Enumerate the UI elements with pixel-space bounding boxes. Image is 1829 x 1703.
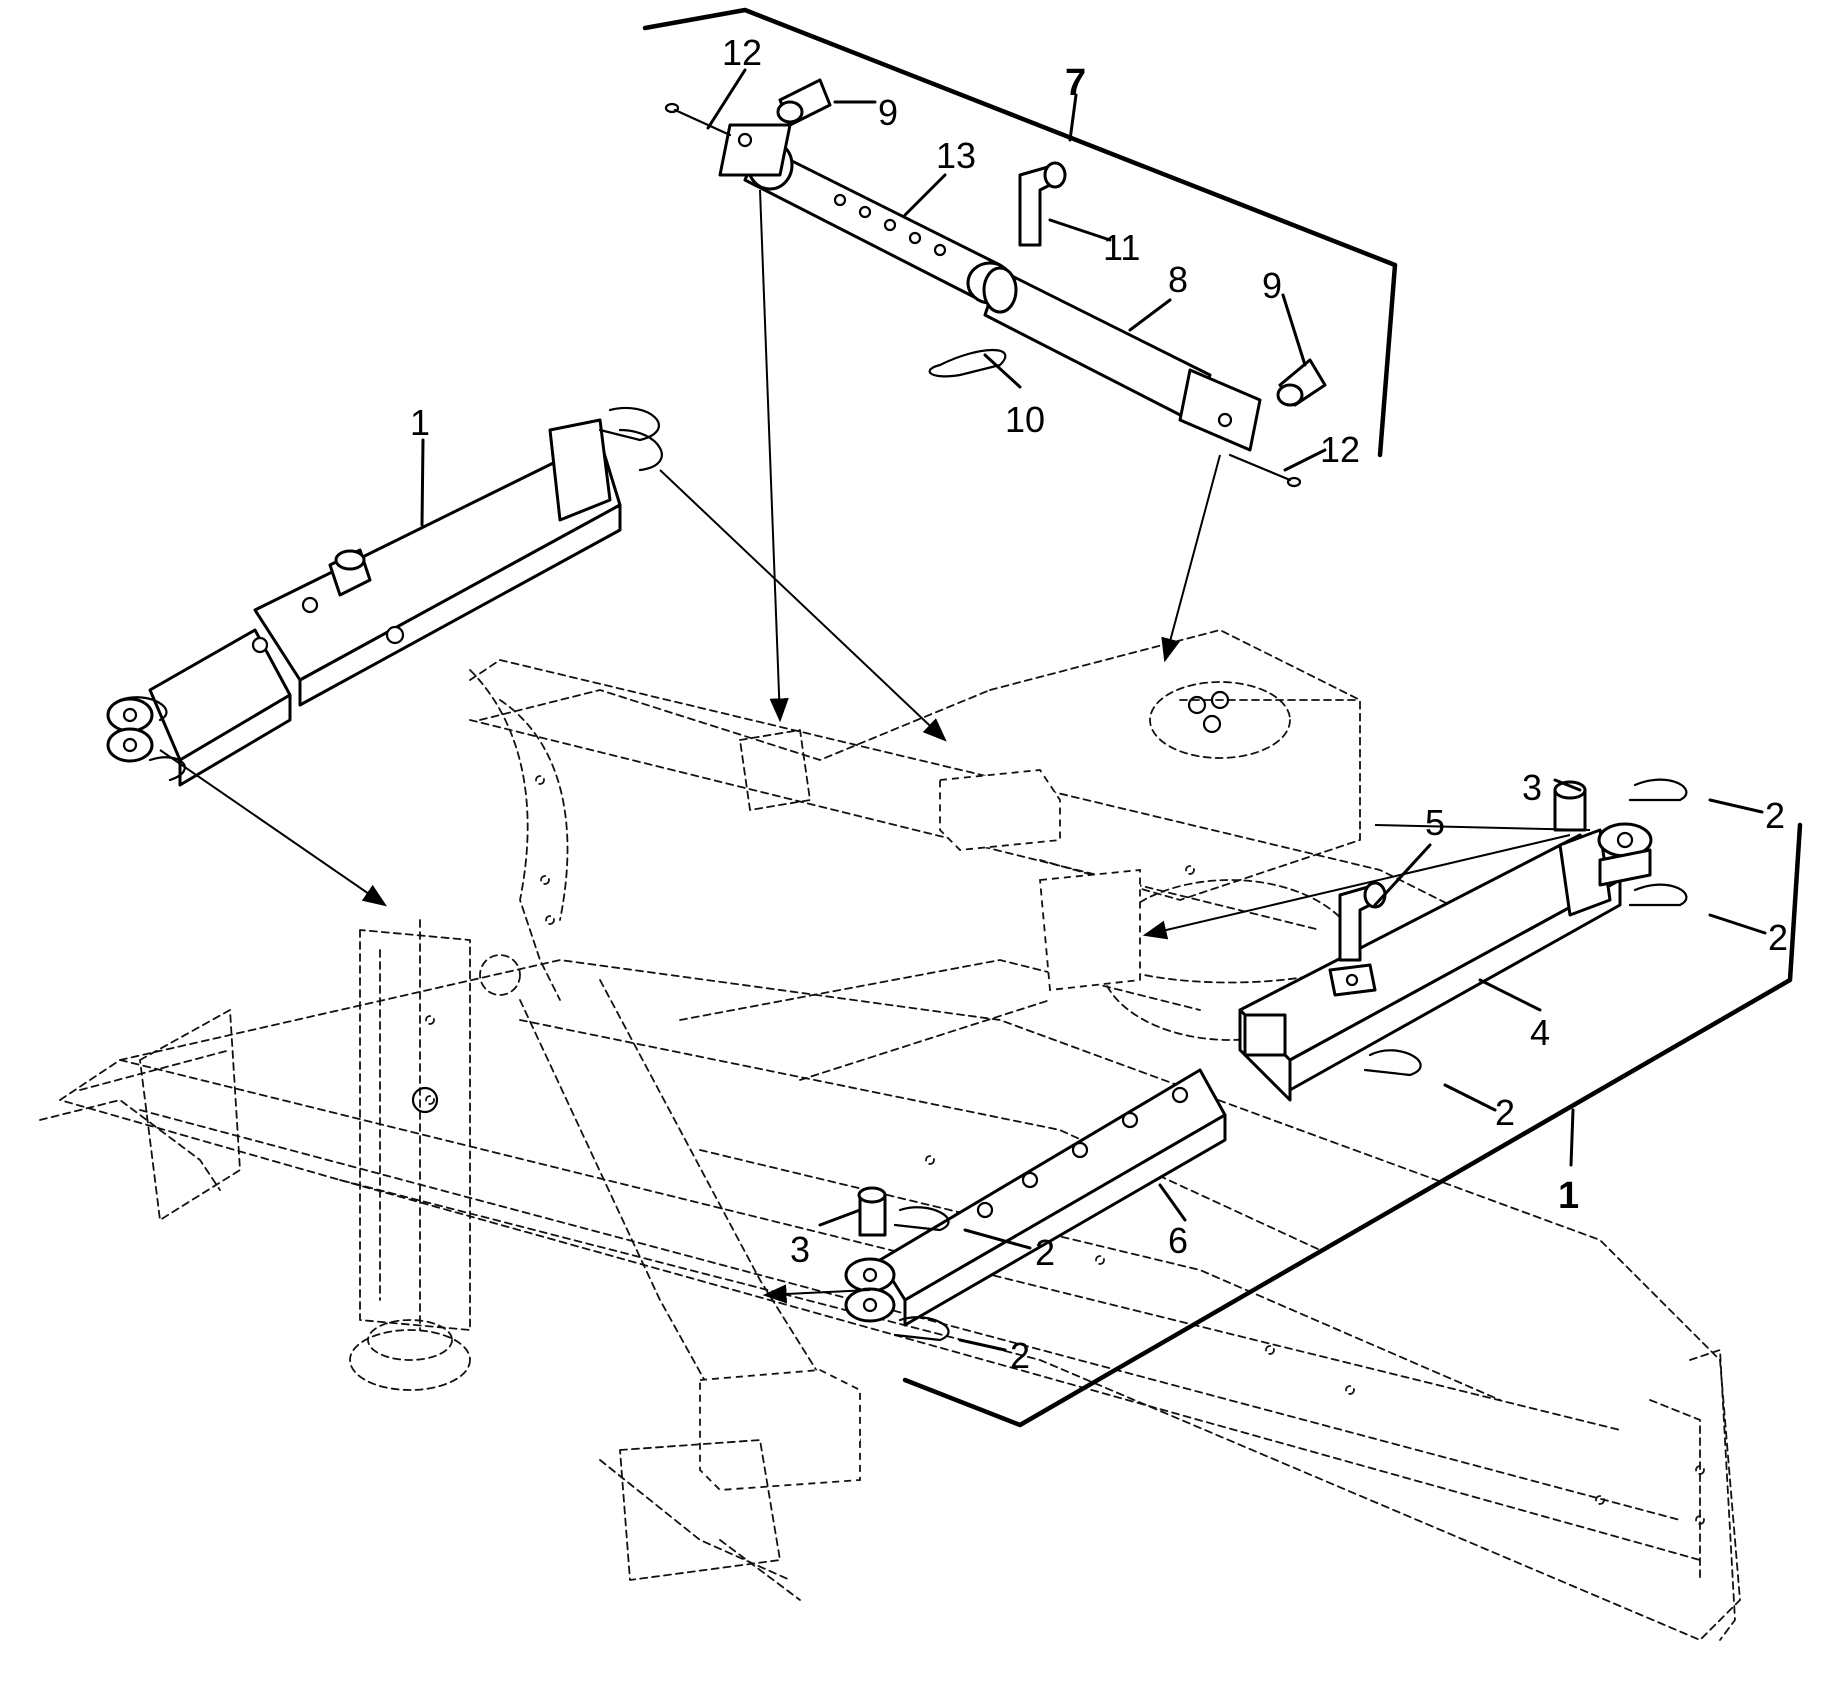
callout-12-left: 12 <box>722 32 762 73</box>
callout-9-right: 9 <box>1262 265 1282 306</box>
callout-3-right: 3 <box>1522 767 1542 808</box>
callout-5: 5 <box>1425 802 1445 843</box>
callout-1-left: 1 <box>410 402 430 443</box>
callout-2-b: 2 <box>1768 917 1788 958</box>
right-hitch-bar-assembly <box>844 778 1688 1342</box>
callout-6: 6 <box>1168 1220 1188 1261</box>
callout-2-e: 2 <box>1010 1335 1030 1376</box>
bracket-1 <box>902 822 1803 1428</box>
callout-10: 10 <box>1005 399 1045 440</box>
callout-13: 13 <box>936 135 976 176</box>
callout-8: 8 <box>1168 259 1188 300</box>
callout-3-left: 3 <box>790 1229 810 1270</box>
callout-9-left: 9 <box>878 92 898 133</box>
left-hitch-bar-assembly <box>106 406 663 787</box>
callout-2-d: 2 <box>1035 1232 1055 1273</box>
assembly-arrows <box>159 189 1591 1304</box>
callout-2-a: 2 <box>1765 795 1785 836</box>
blade-frame-outline <box>39 629 1741 1641</box>
leader-lines <box>420 68 1767 1352</box>
callout-11: 11 <box>1103 227 1140 268</box>
group-brackets <box>642 7 1803 1428</box>
callout-4: 4 <box>1530 1012 1550 1053</box>
top-link-assembly <box>664 78 1327 488</box>
callout-12-right: 12 <box>1320 429 1360 470</box>
callout-2-c: 2 <box>1495 1092 1515 1133</box>
callout-7: 7 <box>1065 62 1086 104</box>
callout-1-right: 1 <box>1558 1175 1579 1217</box>
callout-labels: 1 1 2 2 2 2 2 3 3 4 5 6 7 8 9 9 10 11 12… <box>410 32 1788 1376</box>
